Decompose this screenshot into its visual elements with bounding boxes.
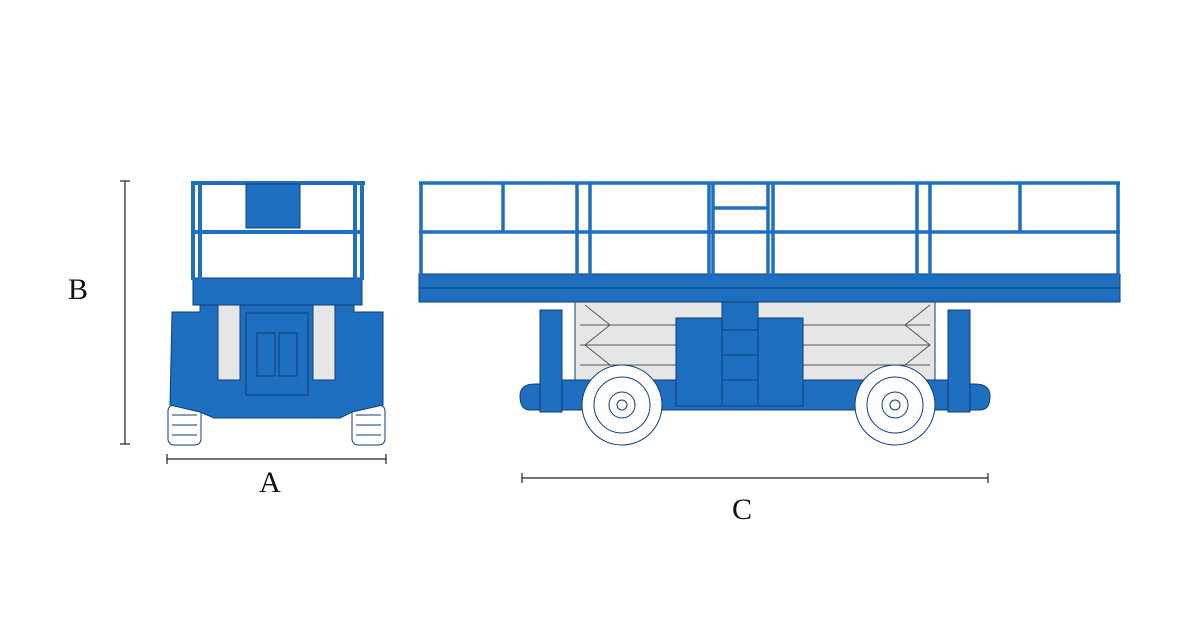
outrigger-right xyxy=(947,309,971,413)
dimension-c-label: C xyxy=(731,493,753,526)
dimension-b-line xyxy=(120,180,130,445)
front-deck xyxy=(192,277,363,306)
front-wheel-left xyxy=(167,404,202,446)
dimension-a-line xyxy=(166,454,387,464)
side-guardrail xyxy=(419,181,1120,276)
outrigger-left xyxy=(539,309,563,413)
front-panel xyxy=(245,183,301,229)
dimension-c-line xyxy=(521,473,989,483)
side-view xyxy=(418,181,1121,446)
dimension-a-label: A xyxy=(259,466,281,499)
front-cabinet xyxy=(245,312,309,396)
dimension-b-label: B xyxy=(67,273,89,306)
front-guardrail xyxy=(191,181,365,280)
front-view xyxy=(167,181,386,446)
side-wheel-left xyxy=(581,364,663,446)
side-wheel-right xyxy=(854,364,936,446)
